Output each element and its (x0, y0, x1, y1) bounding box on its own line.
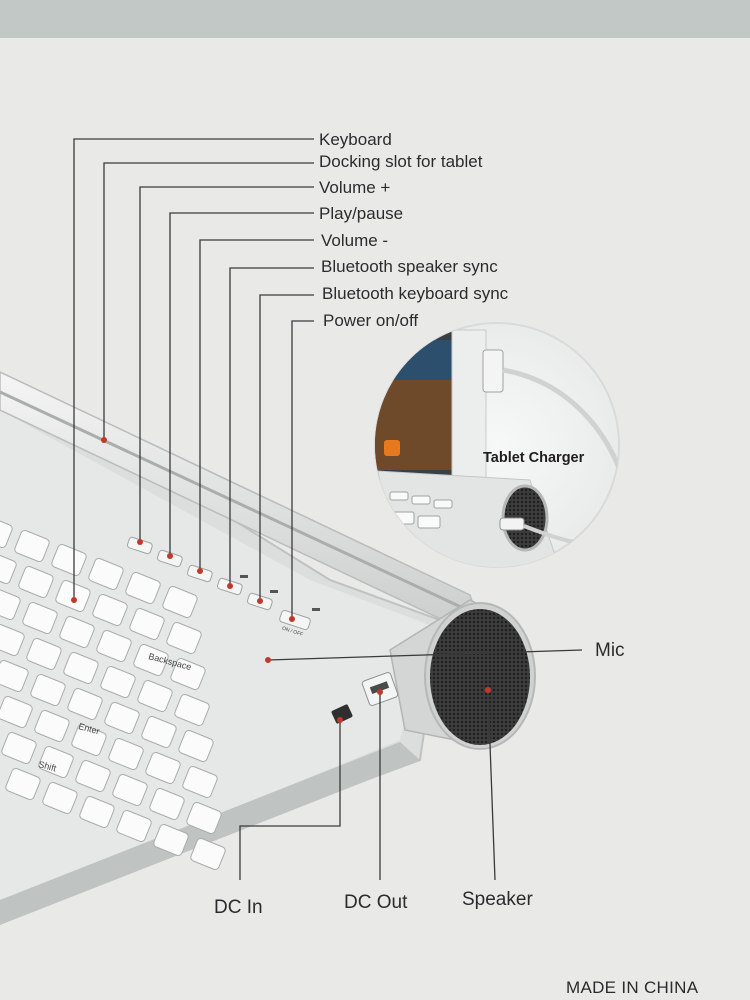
keyboard-key (0, 587, 21, 621)
leader-mic (267, 649, 583, 661)
status-led-3 (312, 608, 320, 611)
label-tablet-charger: Tablet Charger (483, 450, 585, 466)
keyboard-key (42, 781, 78, 815)
label-mic: Mic (595, 640, 625, 661)
label-power: Power on/off (323, 311, 419, 330)
keyboard-key (79, 795, 115, 829)
leader-keyboard-sync (259, 294, 314, 600)
keyboard-key (1, 731, 37, 765)
keyboard-key (190, 837, 226, 871)
keyboard-key (5, 767, 41, 801)
keyboard-key (88, 557, 124, 591)
leader-speaker-sync (229, 267, 314, 585)
keyboard-key (67, 687, 103, 721)
keyboard-key (137, 679, 173, 713)
leader-speaker (487, 689, 496, 881)
speaker-unit (331, 599, 536, 750)
keyboard-key (125, 571, 161, 605)
keyboard-key (100, 665, 136, 699)
keyboard-key (149, 787, 185, 821)
marker-dots (71, 437, 491, 723)
leader-lines (73, 138, 583, 881)
keyboard-key (104, 701, 140, 735)
keyboard-key (92, 593, 128, 627)
label-keyboard: Keyboard (319, 130, 392, 149)
usb-port-slot (369, 681, 390, 694)
keyboard-key (178, 729, 214, 763)
keyboard-key (108, 737, 144, 771)
keyboard-key (174, 693, 210, 727)
keyboard-key (112, 773, 148, 807)
keyboard-key (0, 659, 29, 693)
label-speaker: Speaker (462, 889, 533, 910)
keyboard-key (34, 709, 70, 743)
keyboard-key (153, 823, 189, 857)
leader-dc-in (239, 720, 341, 880)
docking-slot (0, 390, 479, 617)
status-led-1 (240, 575, 248, 578)
keyboard-key (162, 585, 198, 619)
keyboard-key (116, 809, 152, 843)
dc-in-port (331, 704, 353, 724)
label-volume-up: Volume + (319, 178, 391, 197)
keyboard-key (71, 723, 107, 757)
keyboard-key (22, 601, 58, 635)
background-wall (0, 0, 750, 42)
keyboard-key (141, 715, 177, 749)
keyboard-key (26, 637, 62, 671)
status-led-2 (270, 590, 278, 593)
label-docking-slot: Docking slot for tablet (319, 152, 483, 171)
label-dc-in: DC In (214, 897, 263, 918)
label-volume-down: Volume - (321, 231, 389, 250)
keyboard-key (0, 515, 13, 549)
keyboard-key (0, 551, 17, 585)
label-bluetooth-keyboard-sync: Bluetooth keyboard sync (322, 284, 509, 303)
leader-docking-slot (103, 162, 314, 440)
label-dc-out: DC Out (344, 892, 408, 913)
keyboard-key (170, 657, 206, 691)
tablet-charger-inset (374, 322, 620, 568)
keyboard-key (14, 529, 50, 563)
keyboard-key (96, 629, 132, 663)
keyboard-key (145, 751, 181, 785)
keyboard-key (0, 695, 33, 729)
key-grid (0, 515, 226, 871)
keyboard-key (38, 745, 74, 779)
keyboard-key (129, 607, 165, 641)
speaker-grille (430, 609, 530, 745)
power-key (279, 609, 311, 631)
keyboard-key (0, 623, 25, 657)
shift-legend: Shift (37, 759, 57, 773)
keyboard-key (133, 643, 169, 677)
leader-volume-up (139, 186, 314, 540)
keyboard-key (186, 801, 222, 835)
leader-play-pause (169, 212, 314, 555)
leader-power (291, 320, 314, 618)
leader-keyboard (73, 138, 314, 600)
label-play-pause: Play/pause (319, 204, 404, 223)
keyboard-key (75, 759, 111, 793)
keyboard-key (30, 673, 66, 707)
inset-charger-cable (502, 367, 619, 471)
keyboard-key (166, 621, 202, 655)
inset-tablet-side (451, 329, 487, 491)
keyboard-key (18, 565, 54, 599)
keyboard-key (63, 651, 99, 685)
inset-charger-plug (482, 349, 504, 393)
keyboard-key (182, 765, 218, 799)
leader-volume-down (199, 239, 314, 570)
keyboard-key (55, 579, 91, 613)
keyboard-key (59, 615, 95, 649)
made-in-label: MADE IN CHINA (566, 978, 699, 997)
label-bluetooth-speaker-sync: Bluetooth speaker sync (321, 257, 498, 276)
